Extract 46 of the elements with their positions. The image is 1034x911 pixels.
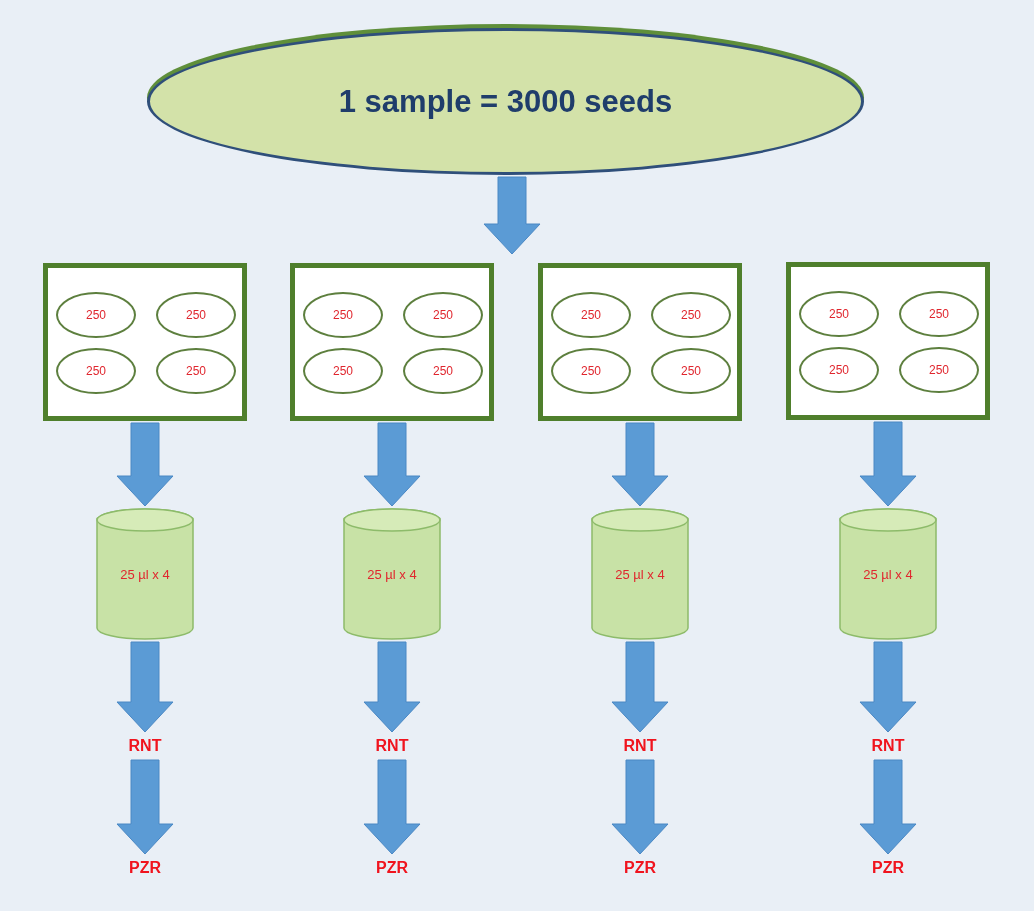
block-arrow [116,422,174,507]
step-label: RNT [871,737,905,755]
volume-label: 25 µl x 4 [863,566,913,582]
step-label: RNT [128,737,162,755]
seed-tray-box [538,263,742,421]
seed-count: 250 [86,308,106,322]
seed-count: 250 [186,308,206,322]
seed-count: 250 [581,364,601,378]
step-label: RNT [375,737,409,755]
seed-count: 250 [929,307,949,321]
block-arrow [859,759,917,855]
seed-count: 250 [829,363,849,377]
seed-count: 250 [681,364,701,378]
seed-count: 250 [186,364,206,378]
block-arrow [483,176,541,255]
seed-count: 250 [333,308,353,322]
volume-label: 25 µl x 4 [615,566,665,582]
block-arrow [363,422,421,507]
block-arrow [859,421,917,507]
step-label: PZR [376,859,408,877]
step-label: PZR [624,859,656,877]
volume-label: 25 µl x 4 [367,566,417,582]
block-arrow [611,641,669,733]
block-arrow [363,641,421,733]
sample-label: 1 sample = 3000 seeds [338,83,673,120]
seed-count: 250 [86,364,106,378]
seed-count: 250 [581,308,601,322]
seed-count: 250 [433,308,453,322]
step-label: PZR [129,859,161,877]
seed-count: 250 [433,364,453,378]
seed-tray-box [43,263,247,421]
seed-tray-box [290,263,494,421]
volume-label: 25 µl x 4 [120,566,170,582]
seed-count: 250 [681,308,701,322]
seed-count: 250 [929,363,949,377]
seed-count: 250 [829,307,849,321]
block-arrow [859,641,917,733]
step-label: PZR [872,859,904,877]
block-arrow [116,641,174,733]
block-arrow [116,759,174,855]
block-arrow [363,759,421,855]
step-label: RNT [623,737,657,755]
block-arrow [611,759,669,855]
block-arrow [611,422,669,507]
seed-tray-box [786,262,990,420]
seed-count: 250 [333,364,353,378]
